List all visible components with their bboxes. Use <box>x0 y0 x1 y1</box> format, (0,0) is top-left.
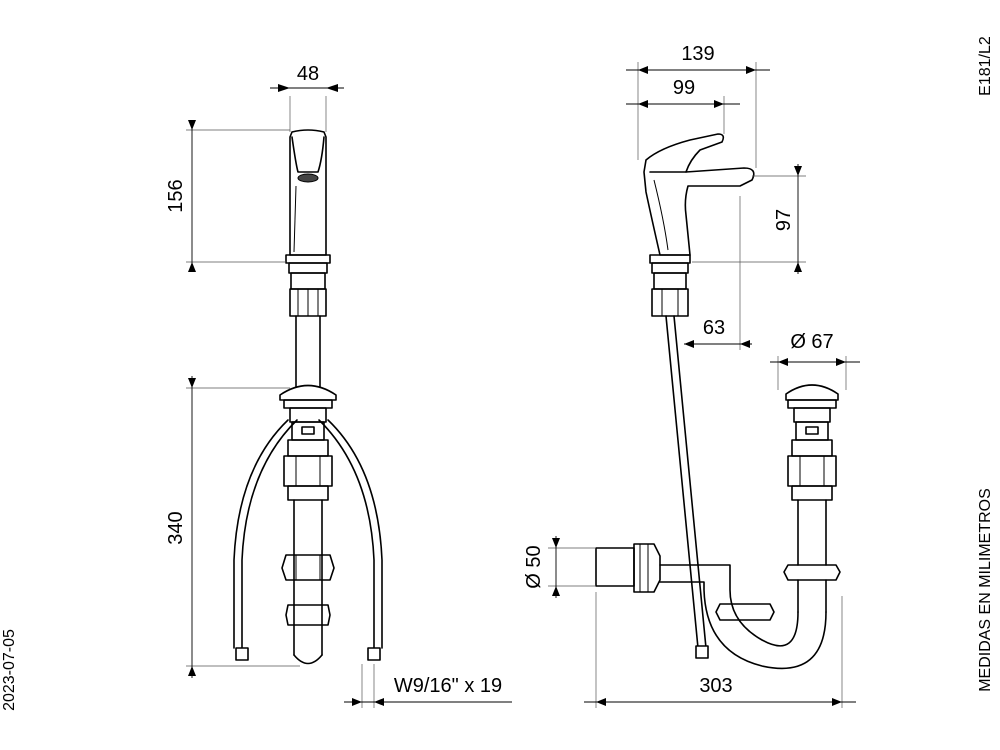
dim-front-total-height: 340 <box>165 511 187 544</box>
drawing-code: E181/L2 <box>977 36 994 96</box>
dim-side-reach: 139 <box>681 43 714 65</box>
dim-side-offset: 63 <box>703 317 725 339</box>
dim-trap-diameter: Ø 50 <box>523 545 545 588</box>
side-dimensions: 139 99 97 63 Ø 67 Ø 50 303 <box>523 43 860 708</box>
dim-trap-length: 303 <box>699 675 732 697</box>
dim-hose-thread: W9/16" x 19 <box>394 675 502 697</box>
side-view <box>595 133 841 670</box>
front-dimensions: 48 156 340 W9/16" x 19 <box>165 63 512 708</box>
front-view <box>233 129 383 665</box>
drawing-date: 2023-07-05 <box>1 629 18 711</box>
dim-side-handle: 99 <box>673 77 695 99</box>
dim-front-width: 48 <box>297 63 319 85</box>
units-note: MEDIDAS EN MILIMETROS <box>977 488 994 692</box>
dim-valve-diameter: Ø 67 <box>790 331 833 353</box>
dim-side-height: 97 <box>773 209 795 231</box>
dim-front-spout-height: 156 <box>165 179 187 212</box>
